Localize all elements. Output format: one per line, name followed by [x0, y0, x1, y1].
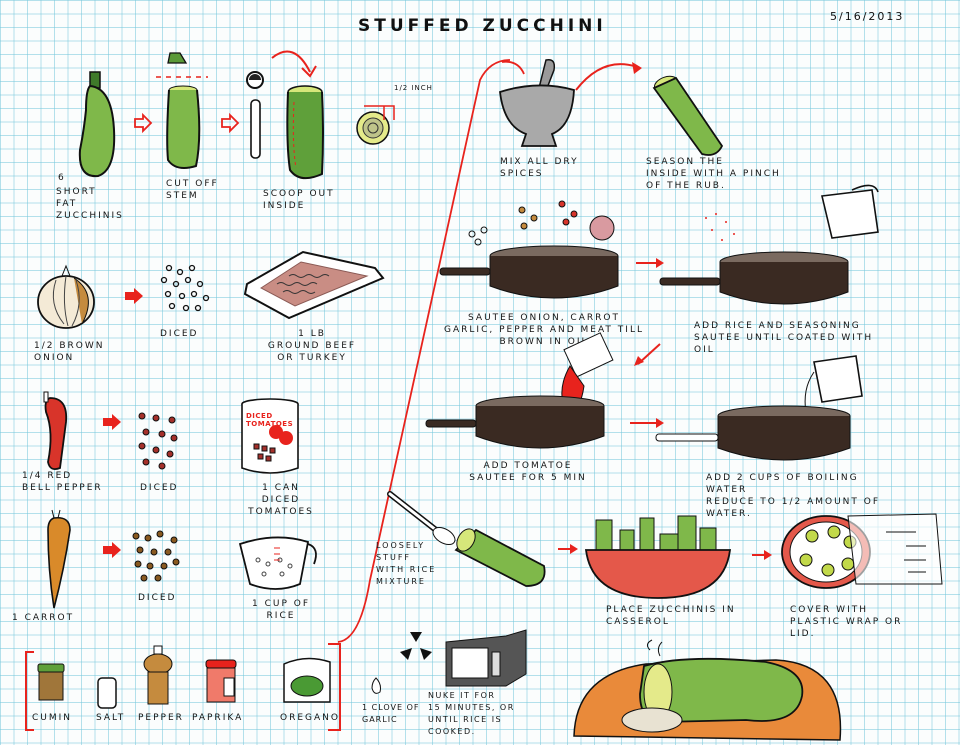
final-dish-illustration [573, 639, 842, 741]
garlic-label: 1 clove of garlic [362, 703, 420, 724]
step-nuke-label: Nuke it for 15 minutes, or until rice is… [428, 691, 515, 736]
spice-paprika-label: Paprika [192, 713, 244, 723]
diced-onion-icon [160, 264, 210, 312]
zucchini-label: Short fat zucchinis [56, 187, 124, 221]
step-add-tomato-label: Add tomatoe sautee for 5 min [469, 461, 587, 483]
curved-arrow-icon [575, 62, 642, 91]
step-stuff-label: Loosely stuff with rice mixture [376, 541, 437, 586]
diced-pepper-label: Diced [140, 483, 179, 493]
scoop-label: Scoop out inside [263, 189, 335, 211]
diced-vegetables-icon [468, 200, 615, 246]
rice-label: 1 cup of rice [251, 599, 310, 621]
arrow-icon [221, 112, 240, 134]
zucchini-qty-label: 6 [58, 173, 66, 183]
spice-pepper-label: Pepper [138, 713, 184, 723]
arrow-icon [752, 550, 772, 560]
pepper-grinder-icon [143, 645, 173, 705]
recipe-title: STUFFED ZUCCHINI [358, 16, 607, 36]
onion-illustration [37, 264, 95, 329]
frying-pan-illustration [425, 395, 605, 449]
arrow-icon [134, 112, 153, 134]
can-text: Diced tomatoes [246, 412, 294, 428]
spice-bracket [25, 643, 341, 731]
arrow-icon [558, 544, 578, 554]
diced-pepper-icon [138, 412, 178, 470]
seasoning-sprinkle-icon [705, 213, 735, 241]
measuring-cup-pour-icon [821, 184, 879, 239]
spice-oregano-label: Oregano [280, 713, 340, 723]
step-mix-label: Mix all dry spices [500, 157, 579, 179]
half-inch-label: 1/2 inch [394, 84, 433, 92]
meat-label: 1 LB ground beef or turkey [267, 329, 357, 363]
paprika-jar-icon [205, 659, 237, 703]
casserole-illustration [584, 515, 732, 599]
meat-tray-illustration [243, 250, 385, 320]
mortar-pestle-illustration [499, 58, 575, 147]
step-season-label: Season the inside with a pinch of the ru… [646, 157, 781, 191]
carrot-label: 1 Carrot [12, 613, 75, 623]
frying-pan-illustration [659, 251, 849, 305]
recipe-date: 5/16/2013 [830, 10, 905, 23]
water-cup-pour-icon [804, 355, 863, 423]
microwave-illustration [445, 629, 527, 687]
bell-pepper-illustration [43, 391, 68, 471]
arrow-icon [103, 414, 121, 430]
step-casserole-label: Place zucchinis in casserol [606, 605, 736, 627]
arrow-icon [630, 418, 664, 428]
zucchini-illustration [78, 71, 116, 178]
seasoned-zucchini-illustration [652, 75, 724, 156]
arrow-icon [634, 343, 661, 366]
diced-onion-label: Diced [160, 329, 199, 339]
radiation-icon [400, 632, 432, 660]
arrow-icon [125, 288, 143, 304]
curved-arrow-icon [271, 50, 317, 78]
step-cover-label: Cover with plastic wrap or lid. [790, 605, 903, 639]
flow-line [337, 59, 525, 643]
covered-casserole-illustration [781, 513, 943, 589]
diced-carrot-icon [132, 530, 180, 582]
oregano-bag-icon [283, 657, 331, 703]
garlic-clove-icon [371, 677, 381, 694]
step-add-water-label: Add 2 cups of boiling water reduce to 1/… [706, 473, 881, 519]
zucchini-slice-icon [356, 105, 395, 145]
pepper-label: 1/4 Red bell pepper [22, 471, 103, 493]
frying-pan-illustration [439, 245, 619, 299]
diced-carrot-label: Diced [138, 593, 177, 603]
hollowed-zucchini-illustration [286, 85, 324, 180]
onion-label: 1/2 Brown onion [34, 341, 105, 363]
cut-zucchini-illustration [156, 52, 208, 169]
carrot-illustration [47, 509, 71, 609]
cut-stem-label: Cut off stem [166, 179, 219, 201]
tomato-can-illustration [241, 398, 299, 474]
salt-shaker-icon [97, 677, 117, 709]
step-add-rice-label: Add rice and seasoning sautee until coat… [694, 321, 874, 355]
melon-baller-icon [246, 71, 264, 159]
spice-cumin-label: Cumin [32, 713, 73, 723]
arrow-icon [636, 258, 664, 268]
stuffed-zucchini-spoon-illustration [387, 491, 546, 587]
tomato-can-label: 1 can diced tomatoes [248, 483, 314, 517]
frying-pan-illustration [655, 405, 851, 461]
arrow-icon [103, 542, 121, 558]
spice-salt-label: Salt [96, 713, 126, 723]
measuring-cup-illustration [238, 536, 317, 590]
step-saute-veg-label: Sautee onion, carrot garlic, pepper and … [444, 313, 644, 347]
cumin-jar-icon [37, 663, 65, 701]
